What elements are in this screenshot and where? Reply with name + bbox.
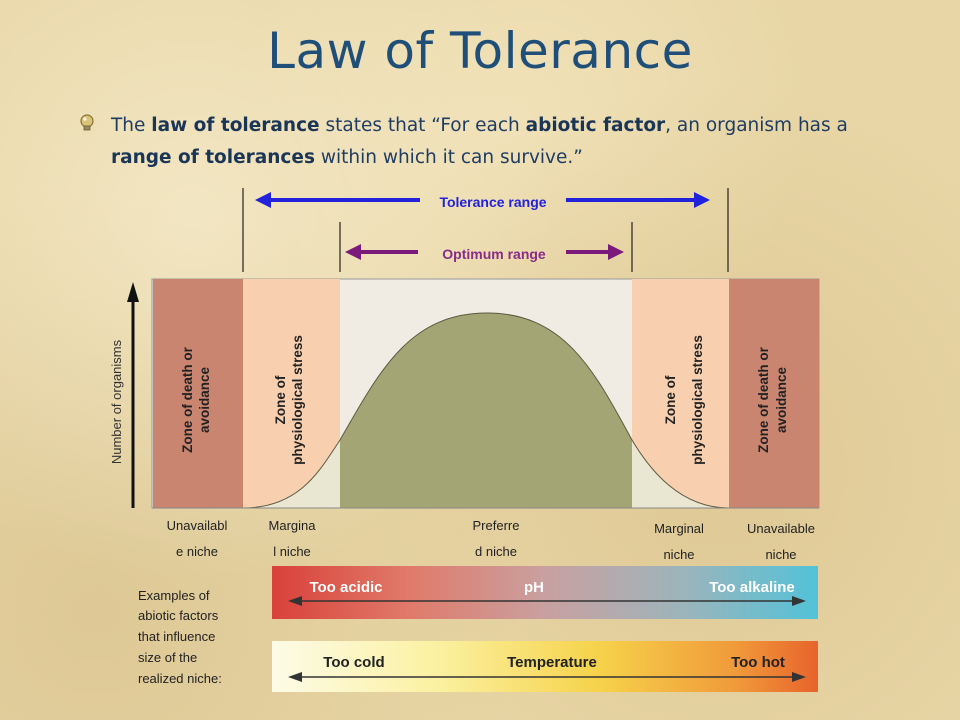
ph-gradient (272, 566, 818, 619)
niche-label-marginal-left: l niche (273, 544, 311, 559)
zone-label-stress-right: Zone of physiological stress (663, 335, 705, 465)
statement-term-abiotic: abiotic factor (525, 115, 666, 136)
law-statement: The law of tolerance states that “For ea… (111, 110, 901, 174)
zone-label-death-right: Zone of death or avoidance (756, 346, 789, 452)
lightbulb-bullet-icon (80, 114, 94, 131)
examples-caption: Examples of abiotic factors that influen… (138, 588, 222, 686)
niche-label-marginal-right: niche (663, 547, 694, 562)
ph-label-acidic: Too acidic (309, 579, 382, 596)
temperature-label-center: Temperature (507, 654, 597, 671)
y-axis-label: Number of organisms (109, 339, 124, 464)
temperature-gradient (272, 641, 818, 692)
temperature-arrow-left (288, 672, 302, 682)
examples-line: size of the (138, 650, 197, 665)
y-axis-arrow (127, 282, 139, 508)
statement-text: states that “For each (319, 115, 526, 136)
niche-label-marginal-left: Margina (269, 518, 317, 533)
examples-line: realized niche: (138, 671, 222, 686)
zone-label-death-left: Zone of death or avoidance (180, 346, 212, 452)
zone-label-line: Zone of (663, 375, 678, 424)
zone-label-line: Zone of death or (180, 346, 195, 452)
curve-tail-right (632, 440, 729, 508)
ph-label-alkaline: Too alkaline (709, 579, 795, 596)
ph-label-center: pH (524, 579, 544, 596)
niche-label-unavailable-right: Unavailable (747, 521, 815, 536)
ph-bar: Too acidic pH Too alkaline (272, 566, 818, 619)
statement-text: , an organism has a (665, 115, 848, 136)
niche-label-unavailable-left: e niche (176, 544, 218, 559)
zone-label-stress-left: Zone of physiological stress (273, 335, 305, 465)
page-title: Law of Tolerance (267, 22, 693, 80)
ph-arrow-right (792, 596, 806, 606)
ph-arrow-left (288, 596, 302, 606)
curve-tail-left (243, 440, 340, 508)
tolerance-range-label: Tolerance range (439, 194, 546, 210)
zone-label-line: Zone of (273, 375, 288, 424)
preferred-curve (340, 313, 632, 508)
optimum-range-arrow (345, 244, 624, 260)
examples-line: abiotic factors (138, 608, 219, 623)
tolerance-range-arrow (255, 192, 710, 208)
zone-label-line: physiological stress (690, 335, 705, 465)
zone-label-line: physiological stress (290, 335, 305, 465)
statement-text: The (111, 115, 152, 136)
niche-label-preferred: Preferre (473, 518, 520, 533)
zone-label-line: avoidance (774, 366, 789, 433)
examples-line: Examples of (138, 588, 210, 603)
optimum-range-label: Optimum range (442, 246, 546, 262)
niche-label-unavailable-left: Unavailabl (167, 518, 228, 533)
temperature-label-hot: Too hot (731, 654, 785, 671)
bell-curve-line (242, 312, 730, 509)
temperature-label-cold: Too cold (323, 654, 384, 671)
niche-label-unavailable-right: niche (765, 547, 796, 562)
temperature-arrow-right (792, 672, 806, 682)
niche-label-marginal-right: Marginal (654, 521, 704, 536)
statement-text: within which it can survive.” (314, 147, 583, 168)
statement-term-range: range of tolerances (111, 147, 315, 168)
zone-label-line: avoidance (197, 366, 212, 433)
examples-line: that influence (138, 629, 215, 644)
niche-label-preferred: d niche (475, 544, 517, 559)
death-zone-right (729, 279, 819, 508)
zone-label-line: Zone of death or (756, 346, 771, 452)
statement-term-law: law of tolerance (151, 115, 320, 136)
death-zone-left (153, 279, 243, 508)
temperature-bar: Too cold Temperature Too hot (272, 641, 818, 692)
niche-labels: Unavailabl e niche Margina l niche Prefe… (167, 518, 815, 562)
